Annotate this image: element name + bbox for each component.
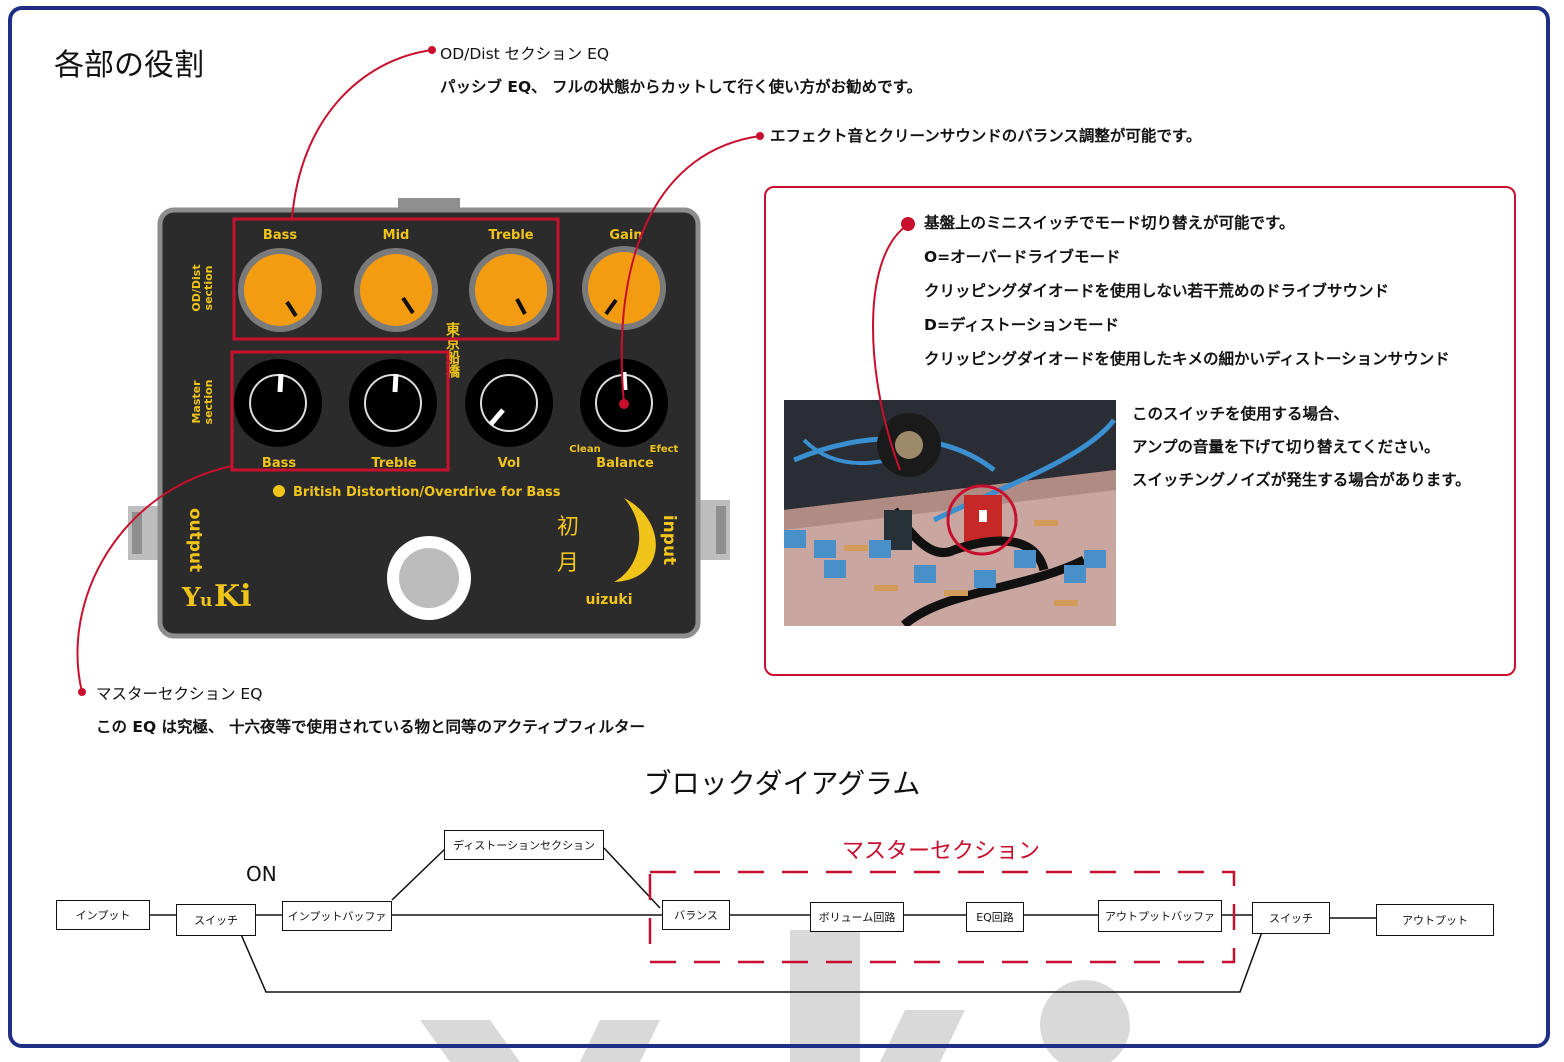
led-indicator [273, 485, 285, 497]
master-section-label-1: Master [190, 380, 203, 424]
mode-line-1: 基盤上のミニスイッチでモード切り替えが可能です。 [924, 214, 1295, 232]
block-output: アウトプット [1376, 904, 1494, 936]
model-kanji-2: 月 [557, 551, 579, 576]
block-switch-in: スイッチ [176, 904, 256, 936]
balance-effect-label: Efect [650, 444, 679, 455]
mode-line-4: D=ディストーションモード [924, 316, 1119, 334]
block-input: インプット [56, 900, 150, 930]
block-diagram-lines [150, 847, 1376, 993]
svg-text:u: u [200, 591, 212, 611]
knob-label-balance: Balance [596, 456, 654, 471]
circuit-board-photo [784, 400, 1116, 626]
block-eq: EQ回路 [966, 902, 1024, 932]
block-distortion: ディストーションセクション [444, 830, 604, 860]
treble-knob-od[interactable] [469, 248, 553, 332]
block-switch-out: スイッチ [1252, 902, 1330, 934]
knob-label-treble-bottom: Treble [371, 456, 416, 471]
caution-line-2: アンプの音量を下げて切り替えてください。 [1132, 438, 1440, 456]
vol-knob[interactable] [465, 359, 553, 447]
od-eq-desc: パッシブ EQ、 フルの状態からカットして行く使い方がお勧めです。 [440, 78, 923, 96]
mode-line-2: O=オーバードライブモード [924, 248, 1121, 266]
knob-label-treble-top: Treble [488, 228, 533, 243]
treble-knob-master[interactable] [349, 359, 437, 447]
master-section-label-2: section [202, 380, 215, 425]
knob-label-mid: Mid [383, 228, 410, 243]
model-kanji-1: 初 [557, 515, 579, 540]
od-eq-note: OD/Dist セクション EQ パッシブ EQ、 フルの状態からカットして行く… [440, 38, 922, 104]
pedal-tagline: British Distortion/Overdrive for Bass [293, 485, 561, 500]
mode-line-3: クリッピングダイオードを使用しない若干荒めのドライブサウンド [924, 282, 1390, 300]
master-section-dashed-box [648, 870, 1236, 964]
block-input-buffer: インプットバッファ [282, 901, 392, 931]
yuki-logo: Y u Ki [181, 579, 251, 614]
balance-clean-label: Clean [569, 444, 600, 455]
knob-label-bass-bottom: Bass [262, 456, 296, 471]
mode-caution: このスイッチを使用する場合、 アンプの音量を下げて切り替えてください。 スイッチ… [1132, 398, 1471, 497]
output-label: output [185, 508, 205, 572]
crescent-moon-icon [614, 498, 656, 582]
page-title: 各部の役割 [54, 48, 204, 83]
master-eq-desc: この EQ は究極、 十六夜等で使用されている物と同等のアクティブフィルター [96, 718, 645, 736]
pedal-illustration: OD/Dist section Master section Bass Mid … [76, 46, 915, 696]
mode-line-5: クリッピングダイオードを使用したキメの細かいディストーションサウンド [924, 350, 1450, 368]
mid-knob-od[interactable] [354, 248, 438, 332]
master-section-label: マスターセクション [842, 839, 1041, 864]
od-eq-highlight-box [232, 217, 560, 341]
master-eq-note: マスターセクション EQ この EQ は究極、 十六夜等で使用されている物と同等… [96, 678, 645, 744]
bass-knob-master[interactable] [234, 359, 322, 447]
master-eq-highlight-box [230, 350, 450, 472]
leader-lines [76, 49, 907, 693]
caution-line-1: このスイッチを使用する場合、 [1132, 405, 1350, 423]
knob-label-gain: Gain [609, 228, 642, 243]
svg-text:Y: Y [181, 583, 201, 613]
caution-line-3: スイッチングノイズが発生する場合があります。 [1132, 471, 1471, 489]
od-section-label-2: section [202, 266, 215, 311]
leader-dots [78, 46, 915, 696]
block-balance: バランス [662, 900, 730, 930]
input-label: input [659, 515, 679, 565]
balance-note: エフェクト音とクリーンサウンドのバランス調整が可能です。 [770, 127, 1202, 145]
knob-label-bass-top: Bass [263, 228, 297, 243]
vertical-kanji: 東京船橋 [444, 321, 460, 379]
on-label: ON [246, 862, 277, 886]
mode-switch-lines: 基盤上のミニスイッチでモード切り替えが可能です。 O=オーバードライブモード ク… [924, 206, 1450, 376]
od-eq-title: OD/Dist セクション EQ [440, 45, 610, 63]
svg-text:Ki: Ki [214, 579, 251, 614]
bass-knob-od[interactable] [238, 248, 322, 332]
footswitch[interactable] [387, 536, 471, 620]
knob-label-vol: Vol [498, 456, 521, 471]
model-romaji: uizuki [586, 592, 633, 608]
mode-switch-box [764, 186, 1516, 676]
circuit-board-illustration [784, 400, 1116, 626]
od-section-label-1: OD/Dist [190, 264, 203, 311]
block-volume: ボリューム回路 [810, 902, 904, 932]
block-diagram-title: ブロックダイアグラム [643, 767, 921, 800]
gain-knob[interactable] [582, 246, 666, 330]
master-eq-title: マスターセクション EQ [96, 685, 263, 703]
page-frame [8, 6, 1550, 1048]
block-output-buffer: アウトプットバッファ [1098, 900, 1222, 932]
